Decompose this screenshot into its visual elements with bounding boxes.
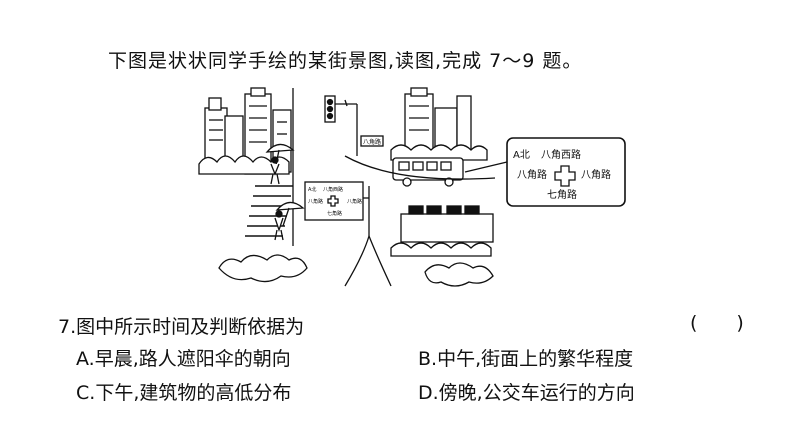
question-text: 图中所示时间及判断依据为 [76,316,305,338]
road-curve [344,234,392,287]
svg-text:八角西路: 八角西路 [323,186,343,193]
option-c[interactable]: C.下午,建筑物的高低分布 [76,382,292,404]
svg-text:七角路: 七角路 [547,188,577,201]
option-a[interactable]: A.早晨,路人遮阳伞的朝向 [76,348,291,370]
traffic-light [324,95,358,156]
crosswalk [245,185,293,237]
road-sign-large: A北 八角西路 八角路 八角路 七角路 [506,137,626,207]
intro-text: 下图是状状同学手绘的某街景图,读图,完成 7～9 题。 [108,50,583,72]
svg-text:八角路: 八角路 [308,198,323,205]
svg-text:A北: A北 [513,149,530,161]
street-name-sign-text: 八角路 [363,138,381,146]
center-buildings [404,87,472,155]
svg-text:八角路: 八角路 [347,198,362,205]
svg-text:八角路: 八角路 [581,168,611,181]
option-d[interactable]: D.傍晚,公交车运行的方向 [418,382,635,404]
bushes-center [390,144,488,161]
option-b[interactable]: B.中午,街面上的繁华程度 [418,348,634,370]
svg-text:八角路: 八角路 [517,168,547,181]
pedestrian-with-umbrella-bottom [274,201,305,241]
clouds-bottom-left [218,254,308,283]
bushes-right [390,242,492,257]
pedestrian-with-umbrella-top [265,143,295,185]
clouds-bottom-right [424,262,494,287]
road-sign-small: A北 八角西路 八角路 八角路 七角路 [304,181,369,221]
svg-text:七角路: 七角路 [327,210,342,217]
svg-text:A北: A北 [308,186,316,193]
answer-bracket[interactable]: () [690,312,745,334]
street-scene-illustration: 八角路 A北 八角西路 八角路 八角路 七角路 A北 八角西路 八角路 [198,87,626,287]
svg-text:八角西路: 八角西路 [541,148,581,161]
solar-building [400,205,494,243]
road-edge [344,155,496,180]
street-name-sign [360,135,384,147]
question-7: 7.图中所示时间及判断依据为 [58,312,304,339]
sign-pointer-line [464,161,508,173]
bus [392,157,464,187]
question-number: 7. [58,316,77,338]
